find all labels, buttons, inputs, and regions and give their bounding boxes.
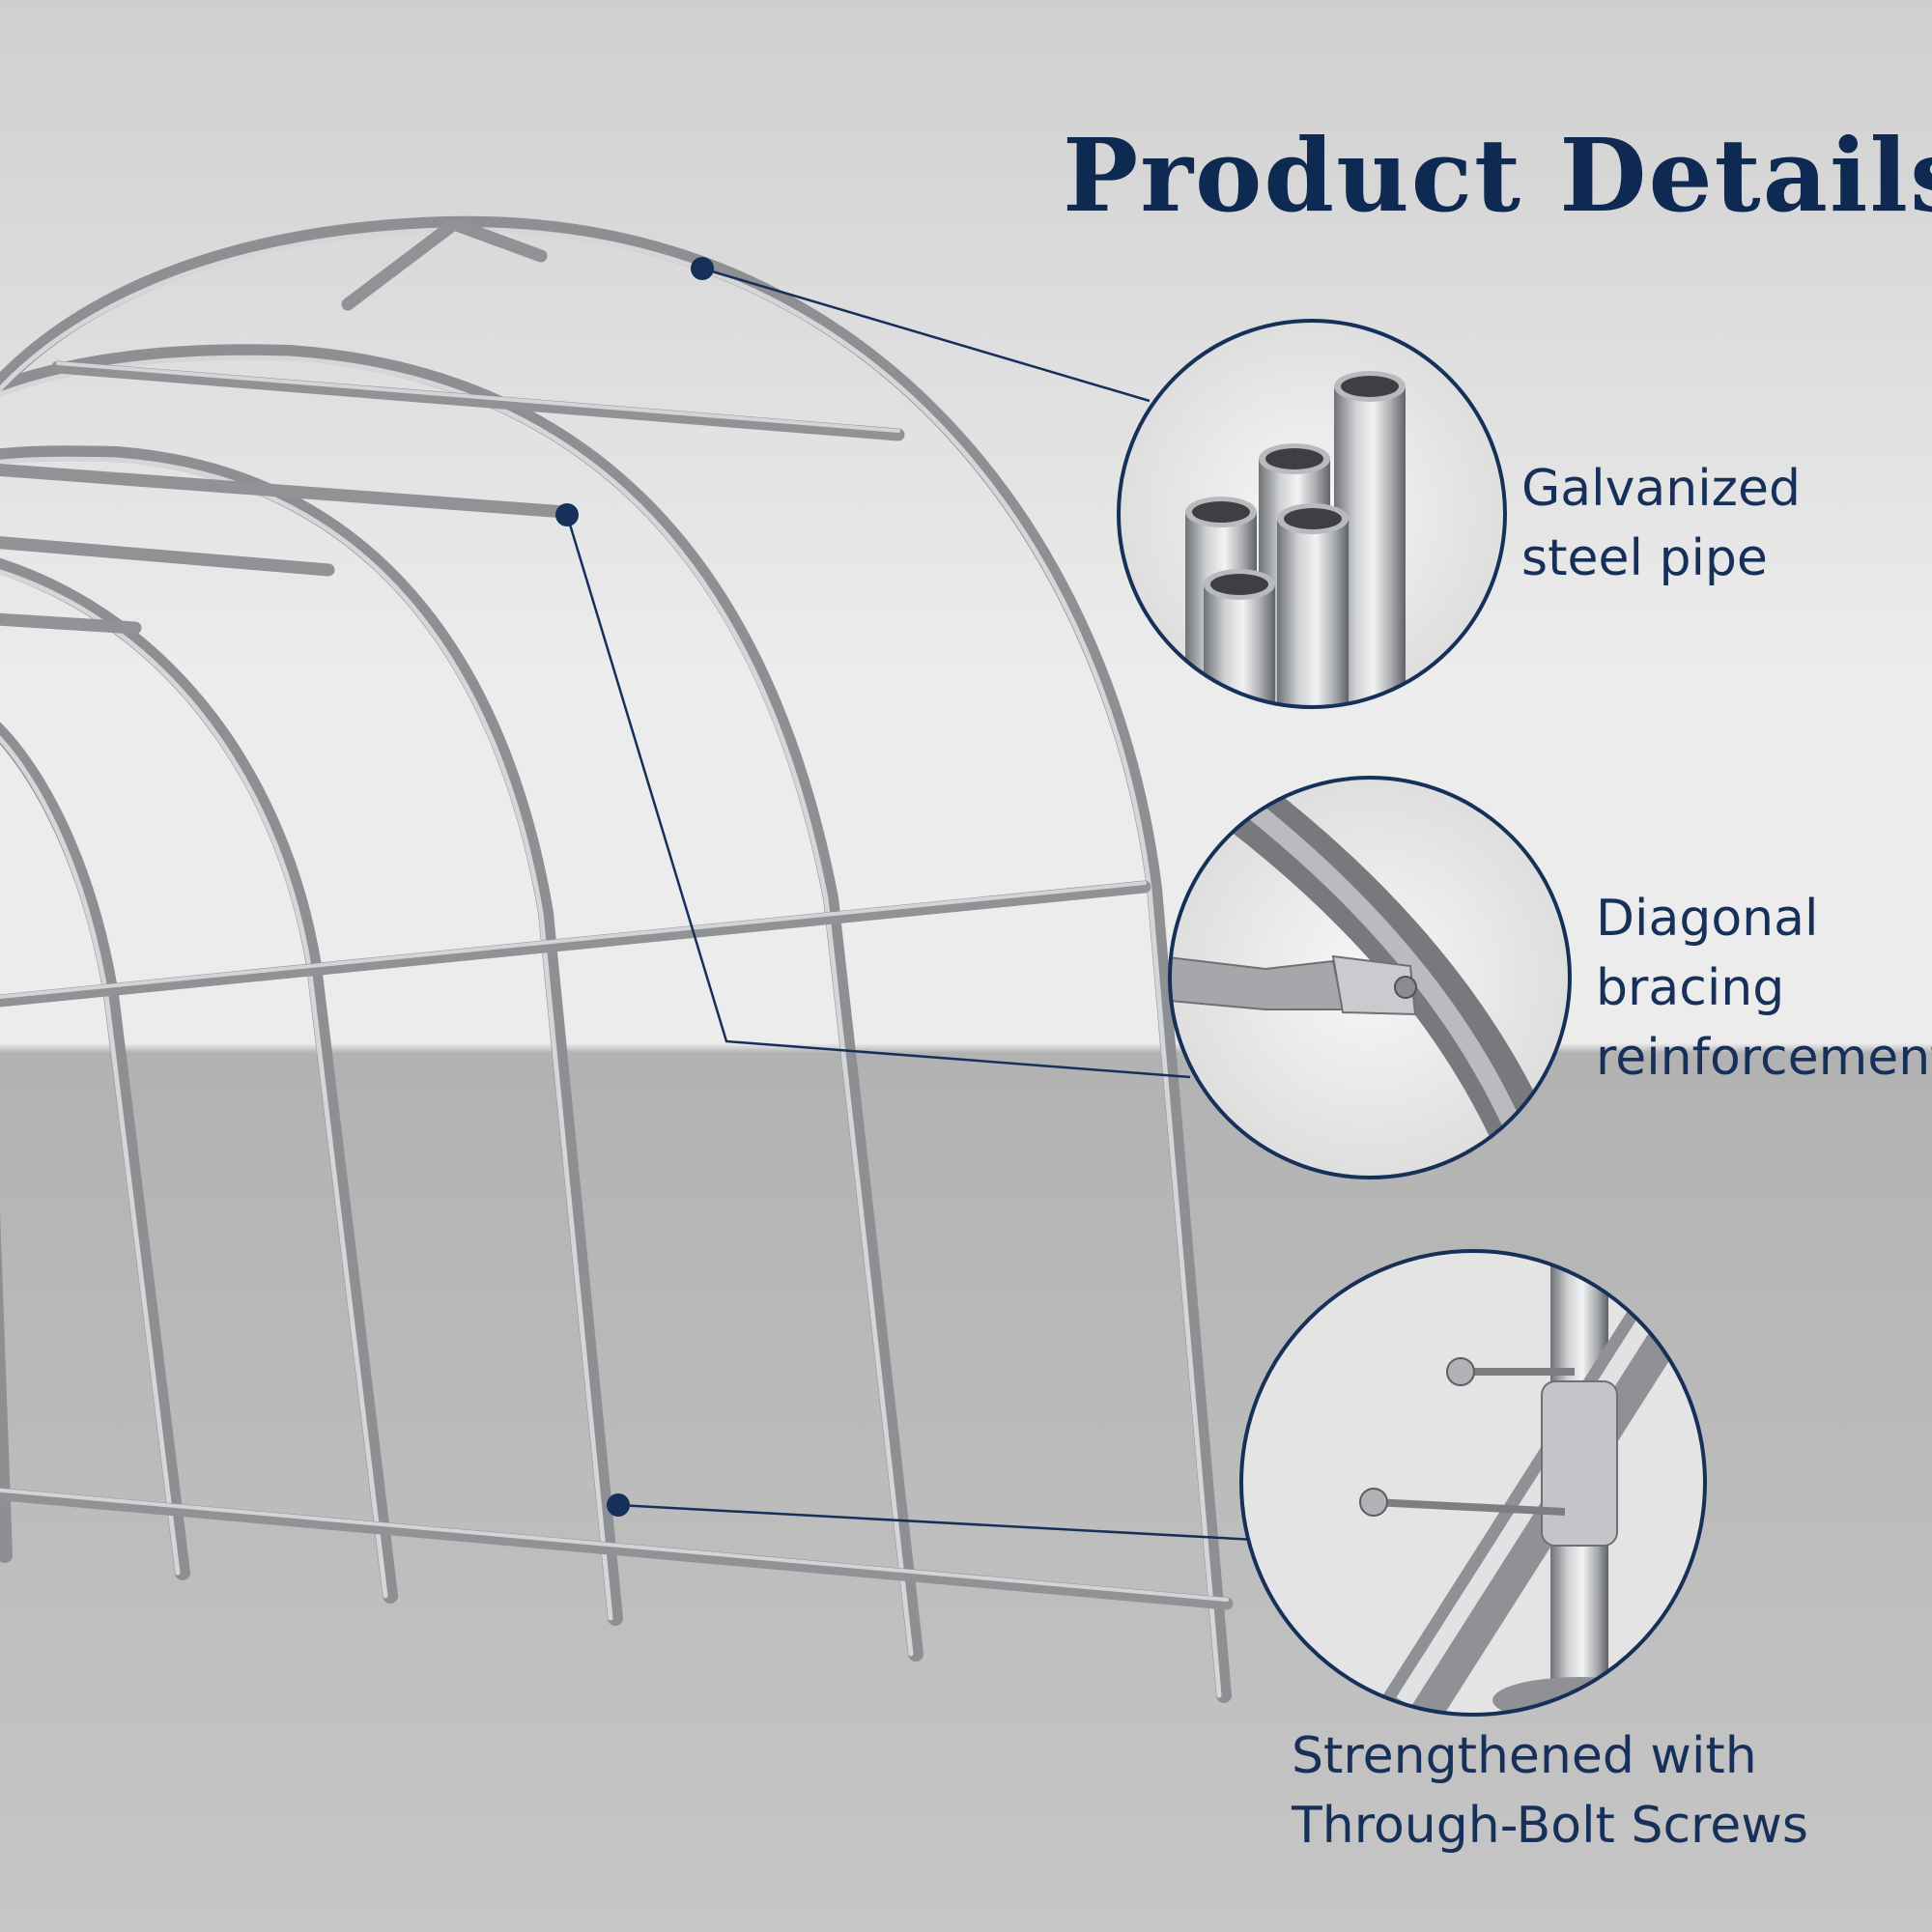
caption-line: Strengthened with [1292, 1727, 1757, 1785]
callout-leaders [565, 267, 1363, 1548]
callout-through-bolt-screws: Strengthened with Through-Bolt Screws [1292, 1721, 1808, 1861]
caption-line: reinforcement [1596, 1029, 1932, 1087]
diagonal-bracing-detail-image [1168, 776, 1572, 1179]
caption-line: Through-Bolt Screws [1292, 1797, 1808, 1855]
callout-diagonal-bracing: Diagonal bracing reinforcement [1596, 884, 1932, 1093]
caption-line: steel pipe [1521, 529, 1768, 587]
callout-dots [555, 257, 714, 1517]
caption-line: bracing [1596, 959, 1785, 1017]
caption-line: Galvanized [1521, 460, 1801, 518]
through-bolt-detail-image [1239, 1249, 1707, 1717]
callout-galvanized-steel-pipe: Galvanized steel pipe [1521, 454, 1801, 593]
greenhouse-frame [0, 215, 1234, 1703]
page-title: Product Details [1063, 116, 1932, 235]
caption-line: Diagonal [1596, 890, 1819, 948]
